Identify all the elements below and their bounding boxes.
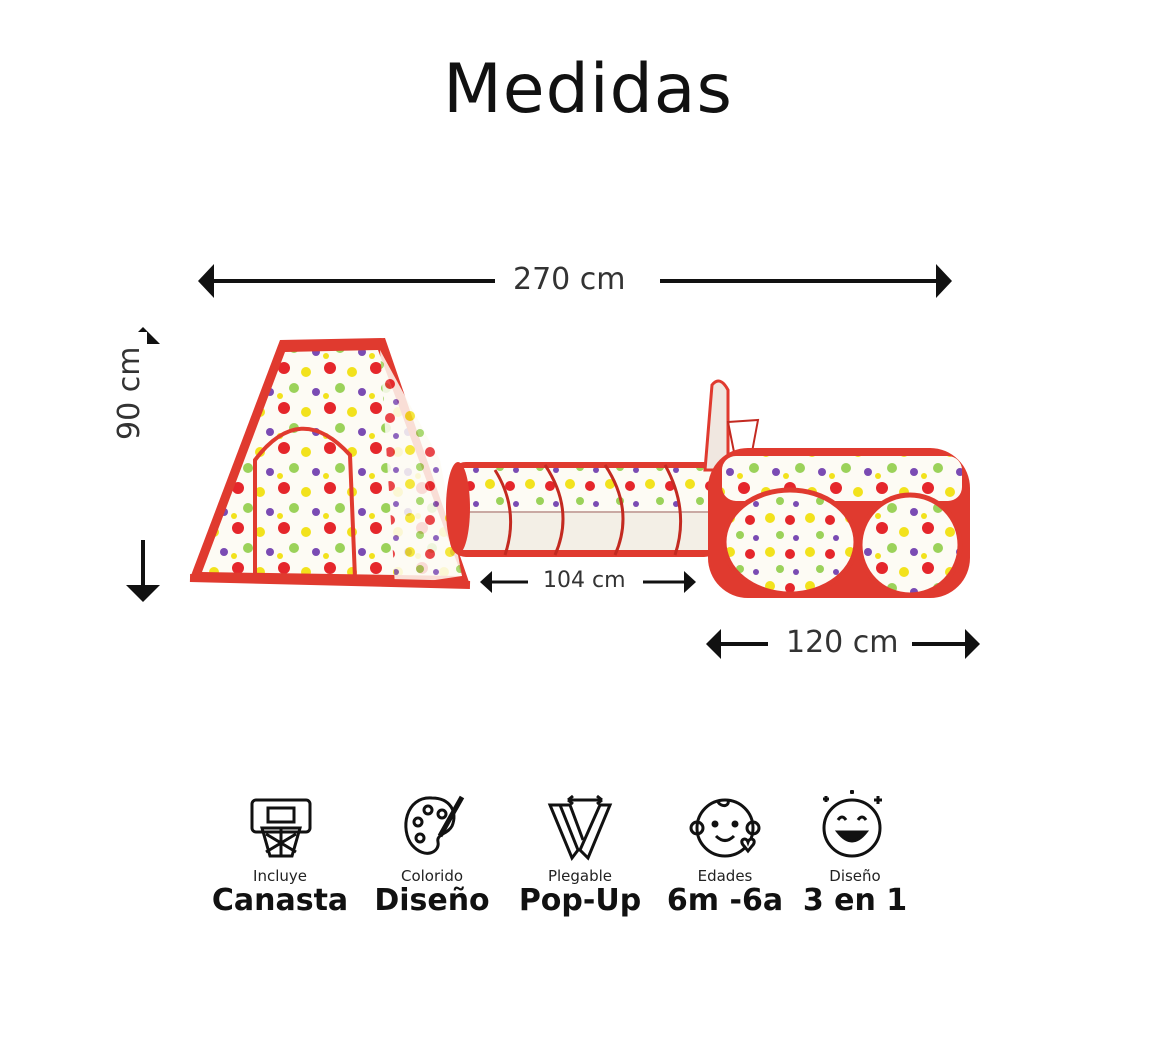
ball-pool <box>703 379 970 598</box>
feature-popup: Plegable Pop-Up <box>505 790 655 918</box>
baby-face-icon <box>689 798 761 858</box>
feature-big-label: Canasta <box>211 883 349 918</box>
pool-length-label: 120 cm <box>778 625 907 660</box>
feature-small-label: Diseño <box>829 867 881 885</box>
total-length-label: 270 cm <box>505 262 634 297</box>
feature-ages: Edades 6m -6a <box>650 790 800 918</box>
height-label: 90 cm <box>112 332 147 448</box>
feature-big-label: Pop-Up <box>518 883 642 918</box>
feature-small-label: Incluye <box>253 867 307 885</box>
tunnel <box>446 462 720 557</box>
length-arrow-tunnel <box>480 571 696 593</box>
page-title: Medidas <box>443 50 733 129</box>
foldable-icon <box>547 794 613 862</box>
tent <box>189 338 471 589</box>
smiling-face-icon <box>822 790 882 858</box>
feature-small-label: Plegable <box>547 867 613 885</box>
feature-3in1: Diseño 3 en 1 <box>780 790 930 918</box>
length-arrow-total <box>198 264 952 298</box>
feature-small-label: Colorido <box>400 867 464 885</box>
length-arrow-pool <box>706 629 980 659</box>
feature-small-label: Edades <box>697 867 753 885</box>
feature-big-label: 6m -6a <box>666 883 784 918</box>
feature-colorful: Colorido Diseño <box>357 790 507 918</box>
feature-big-label: Diseño <box>374 883 490 918</box>
tunnel-length-label: 104 cm <box>535 568 634 593</box>
paint-palette-icon <box>404 795 465 855</box>
feature-hoop: Incluye Canasta <box>205 790 355 918</box>
feature-big-label: 3 en 1 <box>802 883 908 918</box>
basketball-hoop-icon <box>250 798 312 858</box>
